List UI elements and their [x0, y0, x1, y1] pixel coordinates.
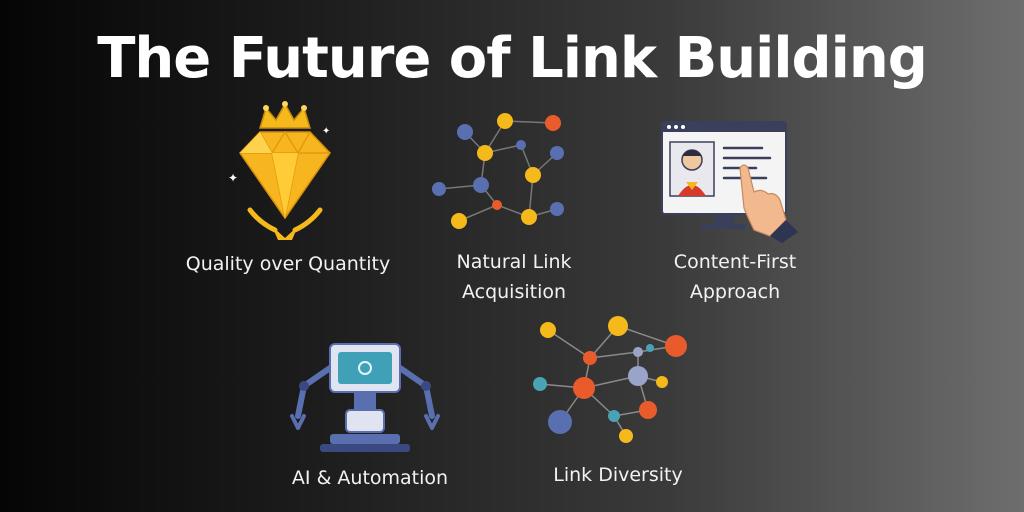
robot-arm-icon: [290, 343, 440, 452]
feature-label: Natural Link Acquisition: [456, 251, 572, 303]
feature-label: Content-First Approach: [673, 251, 797, 303]
feature-label: Link Diversity: [553, 464, 683, 486]
content-screen-touch-icon: [661, 121, 798, 243]
page-title: The Future of Link Building: [97, 26, 928, 91]
feature-label: Quality over Quantity: [185, 253, 391, 275]
diamond-crown-icon: ✦ ✦: [228, 101, 331, 240]
colorful-network-icon: [533, 316, 687, 443]
feature-label: AI & Automation: [291, 467, 449, 489]
svg-text:✦: ✦: [322, 126, 330, 137]
network-nodes-icon: [432, 113, 564, 229]
svg-text:✦: ✦: [228, 171, 238, 185]
